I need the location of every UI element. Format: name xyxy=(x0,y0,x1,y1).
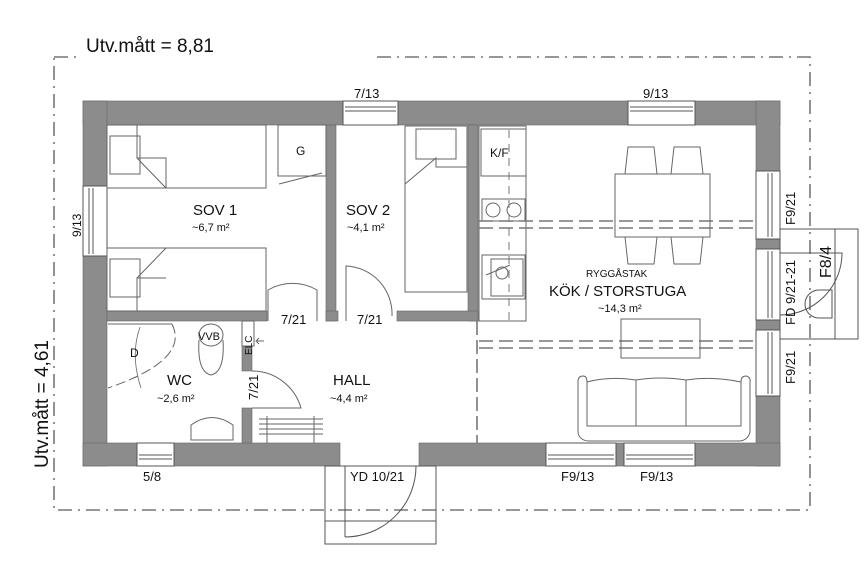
room-hall-area: ~4,4 m² xyxy=(330,393,368,405)
door-label-wc: 7/21 xyxy=(246,375,261,400)
wc-fixtures xyxy=(107,320,302,441)
window-label-top-left: 7/13 xyxy=(354,86,379,101)
room-kitchen-name: KÖK / STORSTUGA xyxy=(549,282,686,300)
sov2-furniture xyxy=(345,125,468,321)
outer-dimension-frame xyxy=(53,56,811,511)
room-sov1-name: SOV 1 xyxy=(193,202,237,219)
door-label-deck: F8/4 xyxy=(818,246,835,278)
door-label-sov2: 7/21 xyxy=(357,312,382,327)
room-sov2-area: ~4,1 m² xyxy=(347,222,385,234)
door-label-patio: FD 9/21-21 xyxy=(783,260,798,325)
window-label-right-bottom: F9/21 xyxy=(783,351,798,384)
window-label-bottom-mid1: F9/13 xyxy=(561,469,594,484)
sov1-furniture xyxy=(106,124,327,321)
room-wc-name: WC xyxy=(167,372,192,389)
room-sov2-name: SOV 2 xyxy=(346,202,390,219)
fridge-label: K/F xyxy=(490,146,509,160)
window-label-right-top: F9/21 xyxy=(783,192,798,225)
dining-table xyxy=(614,146,711,265)
window-label-left: 9/13 xyxy=(70,213,84,237)
window-label-bottom-mid2: F9/13 xyxy=(640,469,673,484)
room-kitchen-area: ~14,3 m² xyxy=(598,303,642,315)
door-label-entrance: YD 10/21 xyxy=(350,469,404,484)
deck-right xyxy=(779,228,859,340)
window-label-top-right: 9/13 xyxy=(643,86,668,101)
room-hall-name: HALL xyxy=(333,372,371,389)
entrance-step xyxy=(324,465,437,545)
elc-label: ELC xyxy=(244,336,255,355)
living-furniture xyxy=(577,318,751,442)
shower-label: D xyxy=(130,346,139,360)
outer-width-label: Utv.mått = 8,81 xyxy=(86,36,214,57)
outer-depth-label: Utv.mått = 4,61 xyxy=(32,340,53,468)
wardrobe-label: G xyxy=(296,144,305,158)
window-label-bottom-left: 5/8 xyxy=(143,469,161,484)
roof-type-label: RYGGÅSTAK xyxy=(586,267,648,280)
door-label-sov1: 7/21 xyxy=(281,312,306,327)
room-wc-area: ~2,6 m² xyxy=(157,393,195,405)
radiator xyxy=(259,416,323,443)
windows xyxy=(82,100,781,467)
vvb-label: VVB xyxy=(198,331,220,343)
room-sov1-area: ~6,7 m² xyxy=(192,222,230,234)
